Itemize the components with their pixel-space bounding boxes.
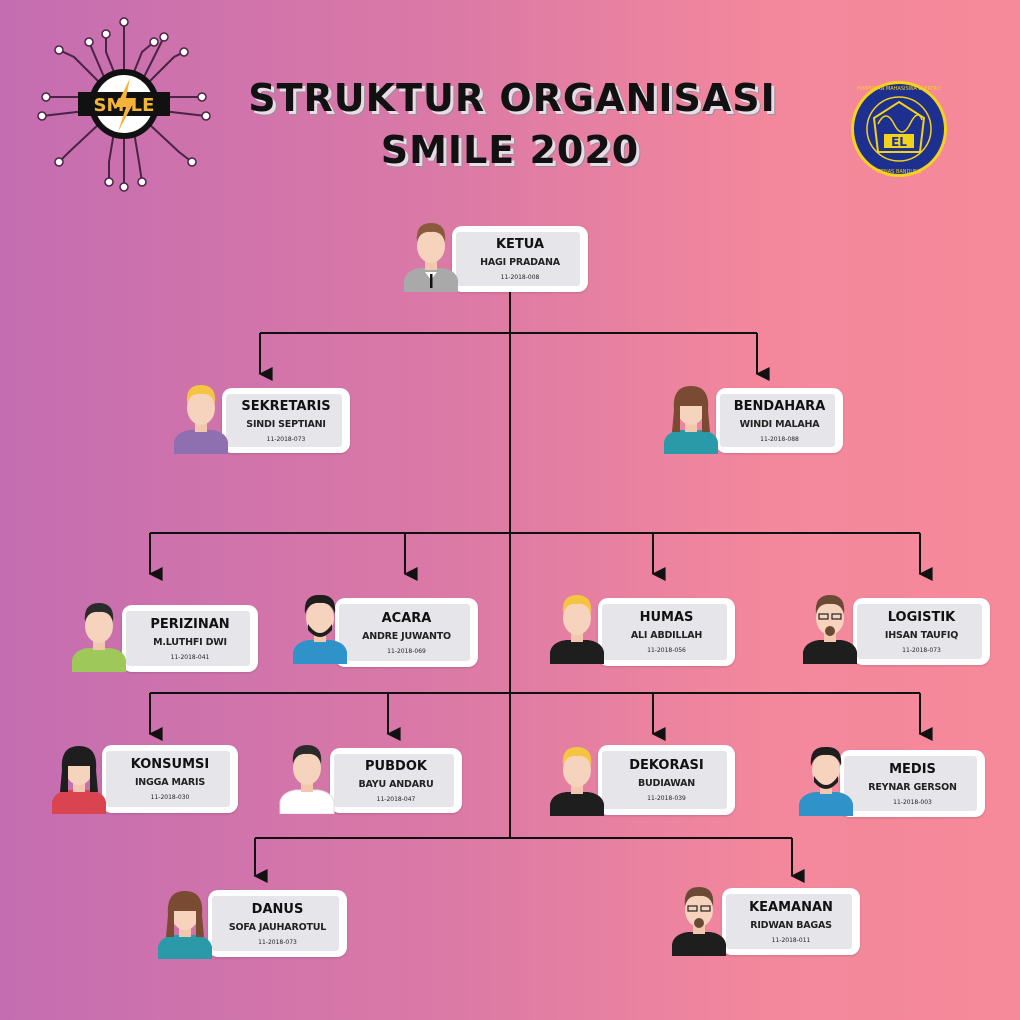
member-card: PUBDOK BAYU ANDARU 11-2018-047	[330, 748, 462, 813]
member-card: PERIZINAN M.LUTHFI DWI 11-2018-041	[122, 605, 258, 672]
member-nim: 11-2018-073	[266, 435, 306, 443]
hme-itenas-logo: EL HIMPUNAN MAHASISWA ELEKTRO ITENAS BAN…	[851, 81, 947, 177]
member-nim: 11-2018-073	[902, 646, 941, 654]
svg-text:HIMPUNAN MAHASISWA ELEKTRO: HIMPUNAN MAHASISWA ELEKTRO	[857, 86, 941, 92]
member-card: LOGISTIK IHSAN TAUFIQ 11-2018-073	[853, 598, 990, 665]
member-nim: 11-2018-003	[893, 798, 932, 806]
member-role: MEDIS	[889, 761, 936, 777]
member-role: KONSUMSI	[130, 757, 210, 772]
member-card-inner: SEKRETARIS SINDI SEPTIANI 11-2018-073	[226, 394, 342, 447]
member-card: HUMAS ALI ABDILLAH 11-2018-056	[598, 598, 735, 666]
person-avatar-icon	[50, 740, 108, 818]
member-card-inner: PUBDOK BAYU ANDARU 11-2018-047	[334, 754, 454, 807]
member-role: PUBDOK	[365, 758, 427, 774]
member-name: BAYU ANDARU	[358, 778, 434, 790]
member-card: DANUS SOFA JAUHAROTUL 11-2018-073	[208, 890, 347, 957]
member-name: ALI ABDILLAH	[630, 630, 703, 641]
member-name: SINDI SEPTIANI	[246, 418, 326, 430]
member-name: SOFA JAUHAROTUL	[228, 921, 327, 933]
member-card: KETUA HAGI PRADANA 11-2018-008	[452, 226, 588, 292]
person-avatar-icon	[402, 218, 460, 296]
svg-text:ITENAS BANDUNG: ITENAS BANDUNG	[876, 169, 921, 175]
member-card: SEKRETARIS SINDI SEPTIANI 11-2018-073	[222, 388, 350, 453]
person-avatar-icon	[670, 882, 728, 960]
member-nim: 11-2018-008	[500, 274, 540, 281]
person-avatar-icon	[801, 590, 859, 668]
member-nim: 11-2018-041	[170, 653, 210, 661]
member-card: BENDAHARA WINDI MALAHA 11-2018-088	[716, 388, 843, 453]
member-card-inner: HUMAS ALI ABDILLAH 11-2018-056	[602, 604, 727, 660]
person-avatar-icon	[156, 885, 214, 963]
member-card-inner: MEDIS REYNAR GERSON 11-2018-003	[844, 756, 977, 811]
member-card: KONSUMSI INGGA MARIS 11-2018-030	[102, 745, 238, 813]
person-avatar-icon	[70, 598, 128, 676]
member-nim: 11-2018-073	[258, 938, 297, 946]
member-card: DEKORASI BUDIAWAN 11-2018-039	[598, 745, 735, 815]
member-name: INGGA MARIS	[134, 777, 206, 788]
person-avatar-icon	[172, 380, 230, 458]
member-card-inner: KETUA HAGI PRADANA 11-2018-008	[456, 232, 580, 286]
member-role: LOGISTIK	[887, 609, 956, 625]
member-card-inner: BENDAHARA WINDI MALAHA 11-2018-088	[720, 394, 835, 447]
person-avatar-icon	[278, 740, 336, 818]
member-card-inner: DANUS SOFA JAUHAROTUL 11-2018-073	[212, 896, 339, 951]
member-nim: 11-2018-088	[760, 435, 799, 443]
member-nim: 11-2018-047	[376, 795, 416, 803]
member-card-inner: ACARA ANDRE JUWANTO 11-2018-069	[339, 604, 470, 661]
member-card: KEAMANAN RIDWAN BAGAS 11-2018-011	[722, 888, 860, 955]
member-card: MEDIS REYNAR GERSON 11-2018-003	[840, 750, 985, 817]
member-card: ACARA ANDRE JUWANTO 11-2018-069	[335, 598, 478, 667]
member-nim: 11-2018-039	[647, 795, 686, 802]
member-name: REYNAR GERSON	[868, 781, 957, 793]
member-name: WINDI MALAHA	[739, 418, 820, 430]
title-line-2: SMILE 2020	[380, 128, 640, 172]
member-name: BUDIAWAN	[637, 778, 696, 789]
member-name: M.LUTHFI DWI	[153, 636, 227, 648]
member-name: ANDRE JUWANTO	[362, 630, 451, 642]
member-card-inner: KEAMANAN RIDWAN BAGAS 11-2018-011	[726, 894, 852, 949]
person-avatar-icon	[548, 590, 606, 668]
member-name: IHSAN TAUFIQ	[884, 629, 959, 641]
person-avatar-icon	[797, 742, 855, 820]
title-line-1: STRUKTUR ORGANISASI	[248, 76, 776, 120]
member-role: DANUS	[251, 901, 304, 917]
member-nim: 11-2018-069	[387, 647, 426, 655]
member-role: HUMAS	[639, 610, 694, 625]
person-avatar-icon	[291, 590, 349, 668]
member-role: KEAMANAN	[749, 899, 833, 915]
member-card-inner: DEKORASI BUDIAWAN 11-2018-039	[602, 751, 727, 809]
member-role: SEKRETARIS	[241, 398, 331, 414]
member-role: DEKORASI	[629, 758, 704, 773]
member-card-inner: KONSUMSI INGGA MARIS 11-2018-030	[106, 751, 230, 807]
person-avatar-icon	[548, 742, 606, 820]
member-name: RIDWAN BAGAS	[750, 919, 832, 931]
member-role: BENDAHARA	[733, 398, 826, 414]
person-avatar-icon	[662, 380, 720, 458]
member-name: HAGI PRADANA	[480, 257, 560, 268]
member-role: KETUA	[495, 237, 545, 252]
member-card-inner: LOGISTIK IHSAN TAUFIQ 11-2018-073	[857, 604, 982, 659]
member-card-inner: PERIZINAN M.LUTHFI DWI 11-2018-041	[126, 611, 250, 666]
member-nim: 11-2018-030	[150, 794, 190, 801]
member-nim: 11-2018-056	[647, 647, 686, 654]
member-nim: 11-2018-011	[771, 936, 811, 944]
member-role: PERIZINAN	[150, 616, 230, 632]
smile-logo: SM LE	[37, 17, 211, 192]
svg-text:EL: EL	[891, 135, 907, 149]
member-role: ACARA	[381, 610, 432, 626]
